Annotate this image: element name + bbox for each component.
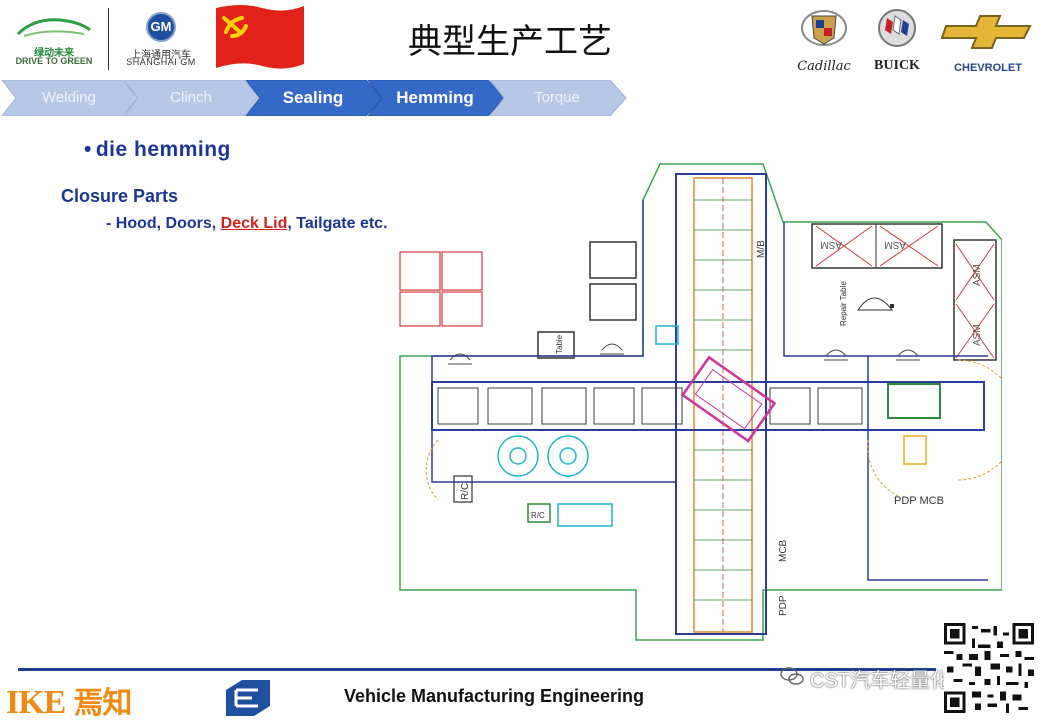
logo-cn-text: 绿动未来	[34, 48, 74, 59]
footer-caption: Vehicle Manufacturing Engineering	[344, 686, 645, 706]
label-asm-2: ASM	[884, 239, 906, 250]
parts-highlight-deck-lid: Deck Lid	[220, 215, 288, 232]
label-mb: M/B	[756, 240, 767, 258]
tab-sealing-label: Sealing	[282, 88, 344, 107]
buick-label: BUICK	[874, 58, 920, 73]
bullet-text: die hemming	[95, 138, 231, 161]
parts-suffix: , Tailgate etc.	[287, 215, 388, 232]
ike-cn: 焉知	[73, 686, 132, 721]
cadillac-label: Cadillac	[797, 59, 851, 74]
label-table: Table	[555, 334, 564, 354]
shanghai-gm-logo: GM 上海通用汽车 SHANGHAI GM	[112, 4, 210, 74]
bullet-dot: •	[84, 138, 92, 161]
label-asm-1: ASM	[820, 239, 842, 250]
parts-prefix: - Hood, Doors,	[106, 215, 221, 232]
tab-clinch-label: Clinch	[170, 89, 212, 106]
label-repair-table: Repair Table	[839, 281, 848, 326]
buick-tri-shield-icon	[878, 9, 916, 47]
gm-cn-text: 上海通用汽车	[131, 50, 191, 61]
buick-logo: BUICK	[860, 8, 934, 74]
footer-divider	[18, 668, 936, 671]
label-pdp-mcb: PDP MCB	[894, 495, 944, 507]
logo-en-text: DRIVE TO GREEN	[15, 56, 93, 66]
tab-hemming-label: Hemming	[396, 88, 474, 107]
cadillac-crest-icon	[801, 10, 847, 46]
label-pdp: PDP	[778, 595, 789, 616]
label-rc-1: R/C	[460, 483, 471, 500]
qr-code-icon	[944, 622, 1034, 714]
chevrolet-bowtie-icon	[940, 15, 1032, 49]
drive-to-green-logo: 绿动未来 DRIVE TO GREEN	[6, 4, 102, 74]
gm-en-text: SHANGHAI GM	[126, 57, 196, 67]
label-asm-4: ASM	[972, 324, 983, 346]
slide-header: 绿动未来 DRIVE TO GREEN GM 上海通用汽车 SHANGHAI G…	[0, 0, 1040, 78]
bullet-die-hemming: •die hemming	[84, 138, 231, 162]
tab-torque-label: Torque	[534, 89, 580, 106]
label-asm-3: ASM	[972, 264, 983, 286]
page-title: 典型生产工艺	[408, 22, 612, 62]
label-rc-2: R/C	[531, 511, 545, 520]
wechat-icon	[780, 667, 804, 685]
ike-en: IKE	[6, 684, 66, 721]
vme-emblem-icon	[226, 680, 270, 716]
party-flag-icon	[216, 5, 304, 69]
wechat-account-name: CST汽车轻量化	[810, 670, 950, 692]
closure-parts-list: - Hood, Doors, Deck Lid, Tailgate etc.	[106, 215, 388, 233]
car-swoosh-icon	[16, 18, 91, 37]
chevrolet-logo: CHEVROLET	[940, 8, 1036, 74]
header-divider	[108, 8, 109, 70]
gm-badge-icon: GM	[146, 12, 176, 42]
chevrolet-label: CHEVROLET	[954, 62, 1022, 74]
tab-welding-label: Welding	[42, 89, 96, 106]
hemming-cell-layout-drawing: M/B ASM ASM ASM ASM Repair Table Table R…	[399, 163, 1002, 641]
process-tabs: Welding Clinch Sealing Hemming Torque	[0, 80, 640, 116]
section-title: Closure Parts	[61, 186, 179, 206]
label-mcb: MCB	[778, 539, 789, 562]
wechat-watermark: CST汽车轻量化	[780, 662, 980, 692]
cadillac-logo: Cadillac	[792, 8, 856, 74]
